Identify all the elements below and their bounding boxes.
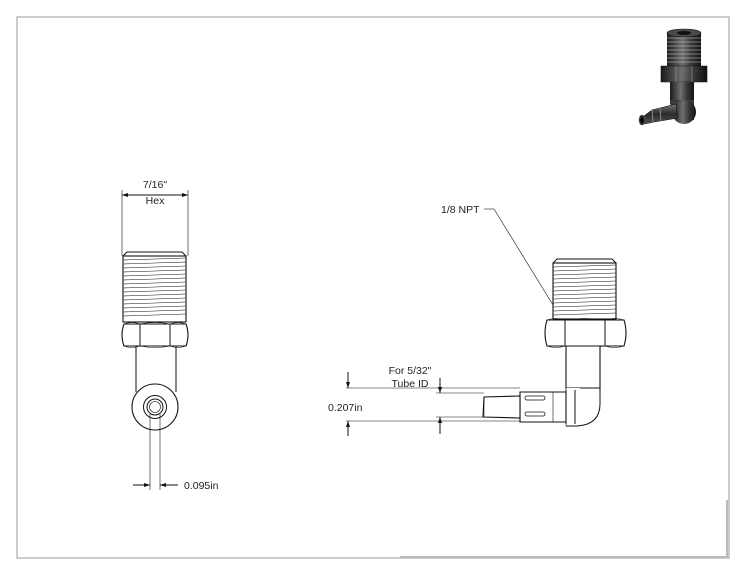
bore-label: 0.095in (184, 480, 219, 492)
hex-dimension: 7/16" Hex (121, 179, 189, 256)
hex-label: Hex (146, 195, 165, 207)
tube-dimension: For 5/32" Tube ID 0.207in (328, 365, 520, 436)
elbow-fitting-3d-render (638, 28, 708, 126)
thread-lines-left (122, 257, 187, 317)
thread-label: 1/8 NPT (441, 204, 480, 216)
tube-for-label: For 5/32" (389, 365, 432, 377)
hex-size-label: 7/16" (143, 179, 167, 191)
thread-callout: 1/8 NPT (441, 204, 554, 306)
sheet-border (16, 16, 730, 559)
barb-od-label: 0.207in (328, 402, 363, 414)
thread-lines-right (552, 264, 617, 316)
bore-dimension: 0.095in (133, 414, 219, 492)
tube-id-label: Tube ID (392, 378, 429, 390)
side-view (482, 258, 627, 427)
front-view (121, 251, 189, 431)
